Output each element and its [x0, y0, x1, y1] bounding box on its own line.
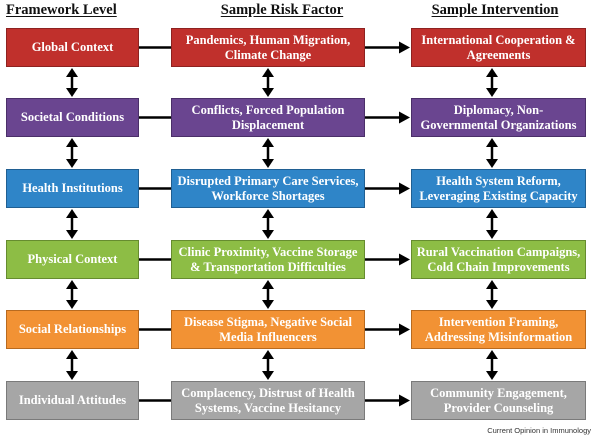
vertical-arrow-head-down	[486, 88, 498, 97]
vertical-arrow-head-down	[262, 230, 274, 239]
vertical-arrow-head-up	[66, 138, 78, 147]
vertical-arrow-head-down	[486, 300, 498, 309]
header-sample-risk-factor: Sample Risk Factor	[220, 2, 344, 18]
vertical-arrow-head-down	[66, 159, 78, 168]
risk-box-5: Disease Stigma, Negative Social Media In…	[171, 310, 365, 349]
vertical-arrow-head-up	[66, 209, 78, 218]
vertical-arrow-head-up	[486, 68, 498, 77]
level-box-2: Societal Conditions	[6, 98, 139, 137]
intervention-box-5: Intervention Framing, Addressing Misinfo…	[411, 310, 586, 349]
vertical-arrow-head-up	[486, 209, 498, 218]
level-box-1: Global Context	[6, 28, 139, 67]
risk-box-3: Disrupted Primary Care Services, Workfor…	[171, 169, 365, 208]
arrow-head-4	[399, 253, 410, 266]
arrow-head-1	[399, 41, 410, 54]
vertical-arrow-head-up	[262, 209, 274, 218]
vertical-arrow-head-down	[262, 159, 274, 168]
level-box-4: Physical Context	[6, 240, 139, 279]
vertical-arrow-head-up	[262, 138, 274, 147]
vertical-arrow-head-down	[262, 371, 274, 380]
risk-box-2: Conflicts, Forced Population Displacemen…	[171, 98, 365, 137]
vertical-arrow-head-down	[486, 230, 498, 239]
vertical-arrow-head-down	[66, 230, 78, 239]
arrow-head-3	[399, 182, 410, 195]
vertical-arrow-head-down	[486, 159, 498, 168]
intervention-box-4: Rural Vaccination Campaigns, Cold Chain …	[411, 240, 586, 279]
vertical-arrow-head-down	[66, 88, 78, 97]
vertical-arrow-head-down	[66, 300, 78, 309]
risk-box-1: Pandemics, Human Migration, Climate Chan…	[171, 28, 365, 67]
risk-box-4: Clinic Proximity, Vaccine Storage & Tran…	[171, 240, 365, 279]
arrow-head-6	[399, 394, 410, 407]
vertical-arrow-head-up	[66, 280, 78, 289]
vertical-arrow-head-down	[66, 371, 78, 380]
level-box-6: Individual Attitudes	[6, 381, 139, 420]
intervention-box-6: Community Engagement, Provider Counselin…	[411, 381, 586, 420]
level-box-3: Health Institutions	[6, 169, 139, 208]
risk-box-6: Complacency, Distrust of Health Systems,…	[171, 381, 365, 420]
level-box-5: Social Relationships	[6, 310, 139, 349]
vertical-arrow-head-up	[262, 280, 274, 289]
arrow-head-2	[399, 111, 410, 124]
vertical-arrow-head-down	[262, 88, 274, 97]
vertical-arrow-head-up	[486, 138, 498, 147]
intervention-box-3: Health System Reform, Leveraging Existin…	[411, 169, 586, 208]
header-framework-level: Framework Level	[6, 2, 117, 18]
intervention-box-1: International Cooperation & Agreements	[411, 28, 586, 67]
arrow-head-5	[399, 323, 410, 336]
vertical-arrow-head-up	[66, 68, 78, 77]
vertical-arrow-head-up	[486, 350, 498, 359]
header-sample-intervention: Sample Intervention	[431, 2, 559, 18]
vertical-arrow-head-up	[262, 350, 274, 359]
vertical-arrow-head-up	[262, 68, 274, 77]
intervention-box-2: Diplomacy, Non-Governmental Organization…	[411, 98, 586, 137]
credit-text: Current Opinion in Immunology	[487, 426, 591, 435]
vertical-arrow-head-up	[66, 350, 78, 359]
vertical-arrow-head-down	[262, 300, 274, 309]
vertical-arrow-head-down	[486, 371, 498, 380]
vertical-arrow-head-up	[486, 280, 498, 289]
